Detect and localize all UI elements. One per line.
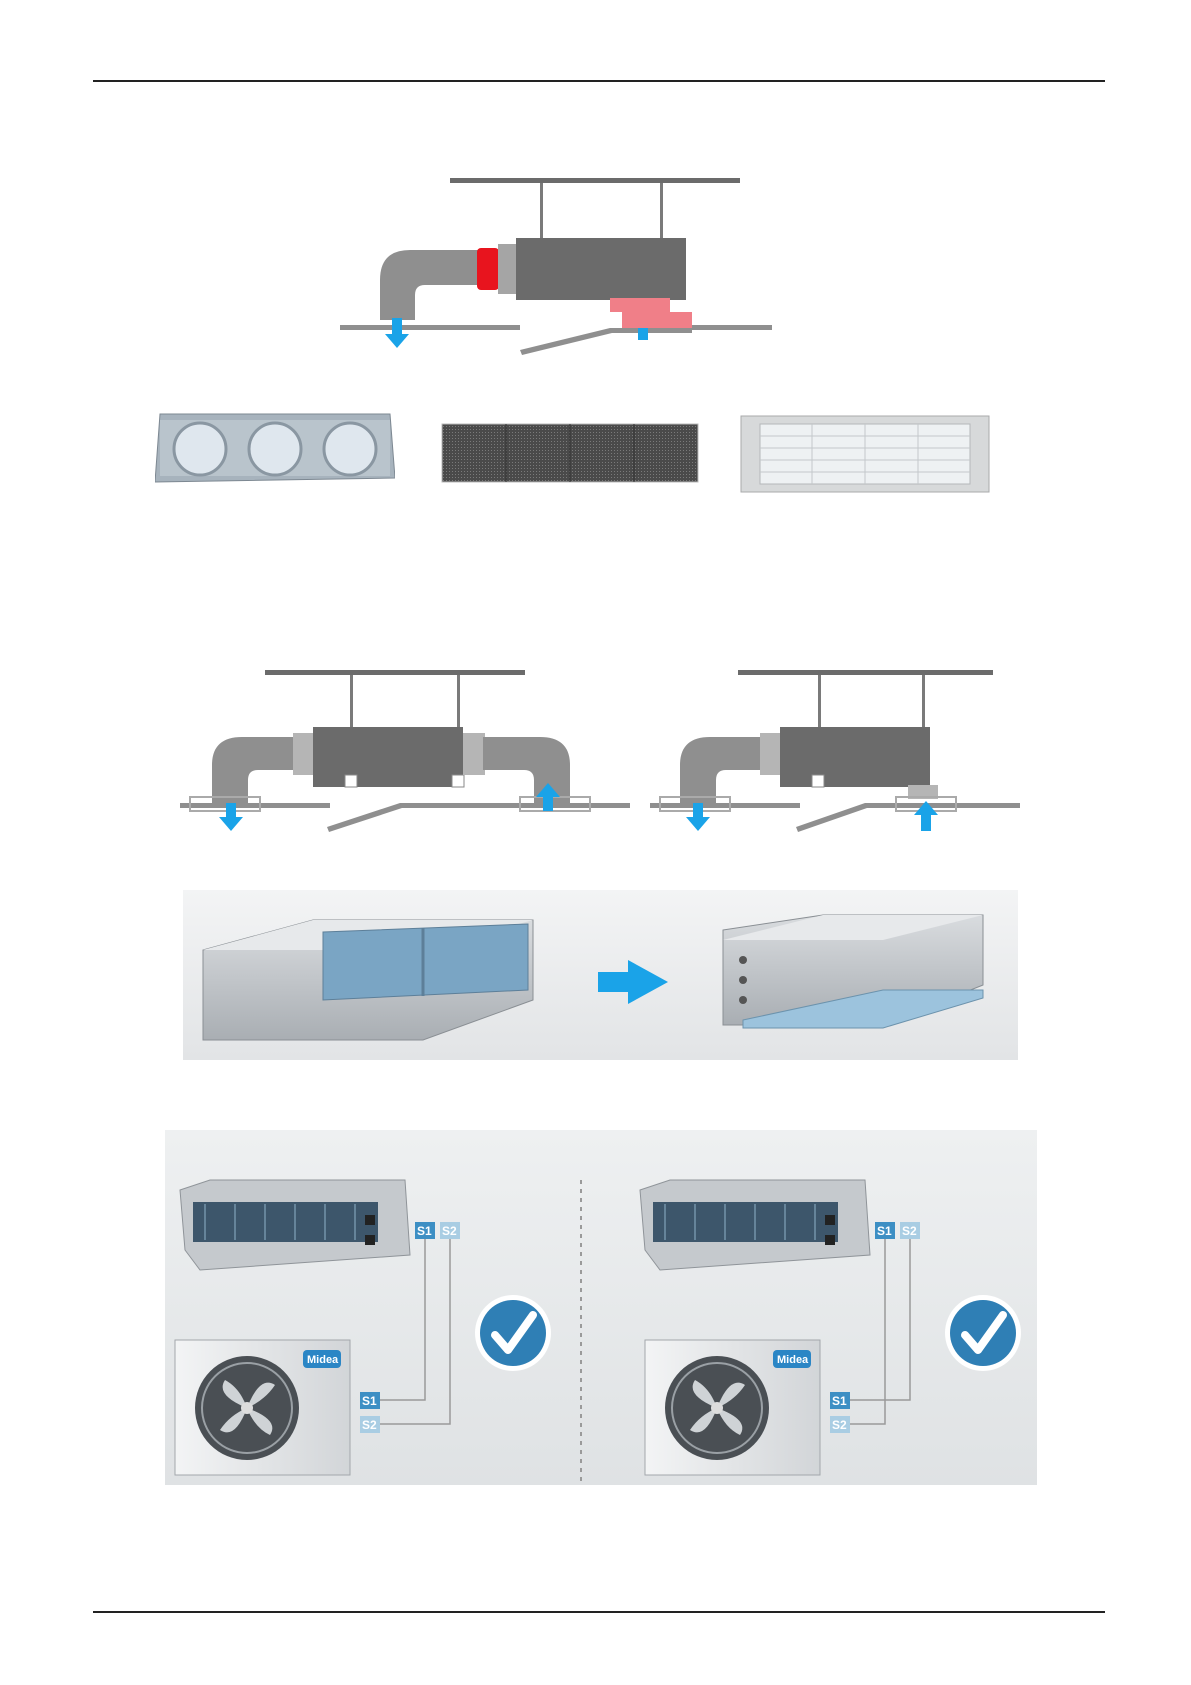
ceiling-line xyxy=(450,178,740,183)
checkmark-icon xyxy=(475,1295,551,1371)
return-grille-panel-photo xyxy=(740,414,990,494)
checkmark-icon xyxy=(945,1295,1021,1371)
svg-text:S2: S2 xyxy=(832,1418,847,1432)
duct-install-bottom-return xyxy=(650,665,1020,835)
indoor-unit-body xyxy=(516,238,686,300)
svg-text:S1: S1 xyxy=(362,1394,377,1408)
duct-install-rear-return xyxy=(180,665,630,835)
ceiling-board-left xyxy=(340,325,520,330)
svg-text:Midea: Midea xyxy=(777,1354,809,1366)
ceiling-board-right xyxy=(692,325,772,330)
airflow-down-arrow-icon xyxy=(385,318,409,348)
flange xyxy=(498,244,518,294)
svg-text:Midea: Midea xyxy=(307,1354,339,1366)
svg-text:S2: S2 xyxy=(902,1224,917,1238)
svg-text:S1: S1 xyxy=(832,1394,847,1408)
supply-duct-elbow xyxy=(380,250,480,320)
highlighted-return-top xyxy=(610,298,670,312)
air-filter-photo xyxy=(440,420,700,484)
airflow-up-arrow-icon xyxy=(638,328,648,340)
svg-text:S1: S1 xyxy=(877,1224,892,1238)
return-air-conversion-photo xyxy=(183,890,1018,1060)
svg-text:S1: S1 xyxy=(417,1224,432,1238)
highlighted-connector xyxy=(477,248,499,290)
duct-install-diagram-highlighted xyxy=(340,170,780,360)
flange-plate-photo xyxy=(155,408,395,488)
svg-text:S2: S2 xyxy=(442,1224,457,1238)
svg-text:S2: S2 xyxy=(362,1418,377,1432)
wiring-diagram-photo: S1 S2 Midea S1 S2 xyxy=(165,1130,1037,1485)
header-rule xyxy=(93,80,1105,82)
ceiling-board-slope xyxy=(520,328,692,355)
footer-rule xyxy=(93,1611,1105,1613)
